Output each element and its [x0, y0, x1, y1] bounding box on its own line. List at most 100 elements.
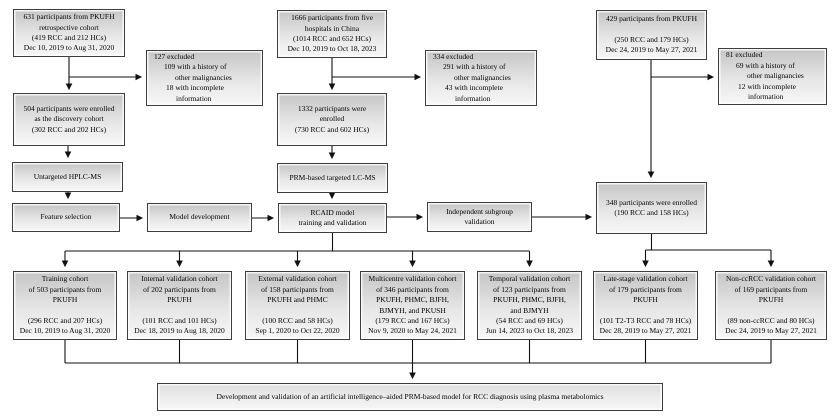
box-enrolled-348: 348 participants were enrolled (190 RCC … — [596, 182, 707, 234]
text-line: Internal validation cohort — [141, 274, 218, 284]
box-untargeted-hplc-ms: Untargeted HPLC-MS — [12, 162, 123, 192]
text-line: information — [748, 92, 784, 102]
box-prm-targeted-lc-ms: PRM-based targeted LC-MS — [277, 163, 388, 193]
text-line: PKUFH — [52, 295, 78, 305]
text-line: (730 RCC and 602 HCs) — [294, 124, 370, 134]
text-line: PKUFH, PHMC, BJFH, — [493, 295, 566, 305]
box-model-development: Model development — [147, 203, 252, 232]
text-line: 18 with incomplete — [166, 83, 224, 93]
text-line: (179 RCC and 167 HCs) — [375, 315, 450, 325]
box-excluded-127: 127 excluded 109 with a history of other… — [146, 50, 263, 106]
text-line: 43 with incomplete — [445, 83, 503, 93]
box-feature-selection: Feature selection — [12, 203, 120, 232]
text-line: (54 RCC and 69 HCs) — [496, 315, 563, 325]
text-line: 127 excluded — [154, 51, 195, 61]
text-line: hospitals in China — [304, 23, 360, 33]
text-line: Nov 9, 2020 to May 24, 2021 — [368, 326, 457, 336]
text-line: of 169 participants from — [734, 284, 808, 294]
text-line: (302 RCC and 202 HCs) — [31, 124, 107, 134]
text-line: 69 with a history of — [736, 60, 795, 70]
text-line: Development and validation of an artific… — [216, 391, 604, 401]
text-line: (101 RCC and 101 HCs) — [142, 315, 217, 325]
box-training-cohort: Training cohort of 503 participants from… — [13, 271, 117, 340]
text-line: Dec 24, 2019 to May 27, 2021 — [605, 45, 698, 55]
box-rcaid-model-training: RCAID model training and validation — [278, 203, 387, 233]
box-independent-subgroup-validation: Independent subgroup validation — [427, 202, 532, 232]
text-line: 81 excluded — [726, 50, 763, 60]
box-retrospective-cohort-631: 631 participants from PKUFH retrospectiv… — [13, 9, 125, 57]
text-line: (89 non-ccRCC and 80 HCs) — [727, 315, 815, 325]
text-line: 334 excluded — [433, 51, 474, 61]
text-line: Multicentre validation cohort — [368, 274, 457, 284]
text-line: Late-stage validation cohort — [603, 274, 688, 284]
box-enrolled-504: 504 participants were enrolled as the di… — [13, 93, 125, 146]
text-line: Dec 10, 2019 to Oct 18, 2023 — [287, 44, 377, 54]
text-line: as the discovery cohort — [34, 114, 104, 124]
text-line: Dec 18, 2019 to Aug 18, 2020 — [134, 326, 225, 336]
box-excluded-334: 334 excluded 291 with a history of other… — [425, 50, 537, 106]
text-line: 429 participants from PKUFH — [605, 14, 698, 24]
text-line: External validation cohort — [258, 274, 337, 284]
text-line: (250 RCC and 179 HCs) — [614, 34, 689, 44]
box-summary-statement: Development and validation of an artific… — [157, 383, 663, 411]
text-line: PKUFH, PHMC, BJFH, — [376, 295, 449, 305]
text-line: and BJMYH — [510, 305, 549, 315]
text-line: (190 RCC and 158 HCs) — [614, 208, 689, 217]
text-line: PKUFH — [167, 295, 192, 305]
text-line: (101 T2-T3 RCC and 78 HCs) — [599, 315, 692, 325]
text-line: 348 participants were enrolled — [605, 197, 697, 207]
text-line: Sep 1, 2020 to Oct 22, 2020 — [255, 326, 340, 336]
text-line: enrolled — [319, 114, 345, 124]
text-line: of 202 participants from — [143, 284, 216, 294]
text-line: Independent subgroup — [446, 206, 513, 216]
text-line: 1332 participants were — [297, 103, 367, 113]
text-line: 291 with a history of — [443, 62, 506, 72]
box-excluded-81: 81 excluded 69 with a history of other m… — [718, 48, 827, 105]
text-line: Dec 10, 2019 to Aug 31, 2020 — [19, 326, 111, 336]
text-line: Feature selection — [40, 212, 92, 222]
text-line — [16, 306, 114, 316]
text-line: validation — [464, 217, 495, 226]
text-line: Dec 28, 2019 to May 27, 2021 — [599, 326, 692, 336]
text-line: retrospective cohort — [39, 22, 99, 32]
text-line: Untargeted HPLC-MS — [33, 171, 102, 181]
text-line: of 503 participants from — [28, 284, 102, 294]
box-non-ccrcc-validation-cohort: Non-ccRCC validation cohort of 169 parti… — [715, 271, 827, 340]
text-line: Jun 14, 2023 to Oct 18, 2023 — [485, 326, 574, 336]
text-line: of 123 participants from — [493, 284, 566, 294]
text-line: PKUFH and PHMC — [267, 295, 328, 305]
text-line — [596, 306, 695, 316]
text-line: (419 RCC and 212 HCs) — [31, 33, 107, 42]
text-line: training and validation — [298, 218, 367, 227]
text-line: PRM-based targeted LC-MS — [289, 172, 376, 182]
box-five-hospitals-1666: 1666 participants from five hospitals in… — [277, 10, 387, 58]
text-line — [248, 306, 347, 316]
box-temporal-validation-cohort: Temporal validation cohort of 123 partic… — [477, 271, 582, 340]
box-multicentre-validation-cohort: Multicentre validation cohort of 346 par… — [360, 271, 465, 340]
text-line: BJMYH, and PKUSH — [379, 305, 446, 315]
text-line: Model development — [169, 212, 230, 222]
text-line: Temporal validation cohort — [488, 274, 571, 284]
box-enrolled-1332: 1332 participants were enrolled (730 RCC… — [277, 93, 387, 146]
text-line — [599, 25, 704, 35]
text-line: 631 participants from PKUFH — [23, 12, 115, 22]
text-line: other malignancies — [454, 72, 511, 82]
text-line: (296 RCC and 207 HCs) — [27, 315, 103, 325]
text-line: Dec 10, 2019 to Aug 31, 2020 — [23, 43, 115, 53]
text-line — [718, 306, 824, 316]
text-line: of 158 participants from — [261, 284, 334, 294]
text-line: of 179 participants from — [609, 284, 682, 294]
box-internal-validation-cohort: Internal validation cohort of 202 partic… — [127, 271, 232, 340]
text-line: information — [176, 93, 212, 103]
text-line: (100 RCC and 58 HCs) — [262, 315, 333, 325]
text-line: Non-ccRCC validation cohort — [726, 274, 816, 284]
text-line: 12 with incomplete — [738, 81, 796, 91]
text-line: (1014 RCC and 652 HCs) — [293, 34, 371, 43]
text-line: of 346 participants from — [376, 284, 449, 294]
text-line: Dec 24, 2019 to May 27, 2021 — [725, 326, 817, 336]
text-line — [130, 306, 229, 316]
text-line: other malignancies — [747, 71, 804, 81]
text-line: information — [455, 93, 491, 103]
